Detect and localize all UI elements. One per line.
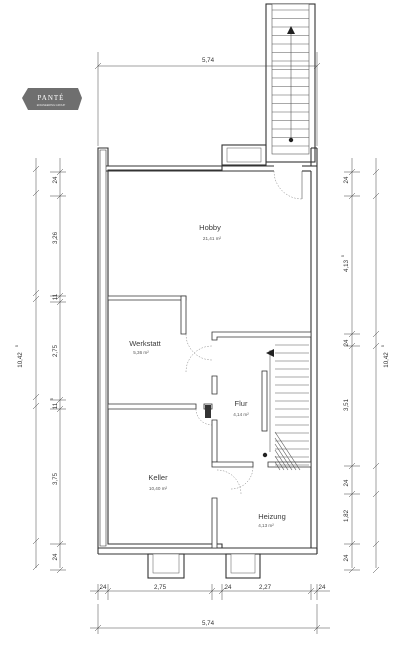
logo-badge <box>22 88 82 110</box>
dim-bottom-width: 5,74 <box>202 620 215 627</box>
dim-right-seg-7: 24 <box>343 554 350 561</box>
dim-tick <box>372 490 380 498</box>
dim-right-seg-2-sup: 5 <box>340 254 345 257</box>
dim-top-width: 5,74 <box>202 57 215 64</box>
dim-right-seg-3: 24 <box>343 339 350 346</box>
dim-left-seg-1: 24 <box>52 176 59 183</box>
interior-stair <box>262 344 309 471</box>
dim-left-total-sup: 5 <box>14 344 19 347</box>
dim-bottom-seg-2: 2,75 <box>154 584 167 591</box>
dim-tick <box>372 330 380 338</box>
dim-tick <box>372 342 380 350</box>
dim-right-seg-6: 1,82 <box>343 509 350 522</box>
dim-tick <box>32 563 40 571</box>
stair-tread <box>274 449 289 471</box>
dimension-right: 10,42 5 24 4,13 5 24 3,51 24 1,82 24 <box>340 158 390 574</box>
dim-tick <box>372 566 380 574</box>
dim-right-seg-1: 24 <box>343 176 350 183</box>
room-area-keller: 10,40 m² <box>149 486 168 491</box>
dim-left-total: 10,42 <box>17 352 24 368</box>
stair-tread <box>274 437 297 471</box>
room-area-werkstatt: 5,36 m² <box>133 350 149 355</box>
stair-arrow-icon <box>266 349 274 357</box>
room-area-flur: 4,14 m² <box>233 412 249 417</box>
dim-tick <box>32 402 40 410</box>
dim-left-seg-6: 3,75 <box>52 472 59 485</box>
chimney <box>205 405 211 418</box>
room-labels: Hobby 21,41 m² Werkstatt 5,36 m² Flur 4,… <box>129 223 286 528</box>
dim-bottom-seg-1: 24 <box>100 584 107 591</box>
building-walls <box>97 147 318 555</box>
logo: PANTÉ ENGINEERING GROUP <box>22 88 82 110</box>
dimension-bottom: 24 2,75 24 2,27 24 5,74 <box>90 584 330 634</box>
room-name-flur: Flur <box>235 399 248 408</box>
stair-tread <box>274 431 301 471</box>
stair-tread <box>274 455 285 471</box>
logo-tagline: ENGINEERING GROUP <box>37 103 66 107</box>
stair-start-dot <box>262 452 268 458</box>
stair-tread <box>274 461 281 471</box>
dim-tick <box>372 192 380 200</box>
stair-start-dot <box>288 137 294 143</box>
dimension-top: 5,74 <box>94 52 321 146</box>
dim-right-seg-5: 24 <box>343 479 350 486</box>
dim-tick <box>32 537 40 545</box>
dim-right-seg-4: 3,51 <box>343 398 350 411</box>
dimension-left: 10,42 5 24 3,26 11 2,75 11 5 3,75 24 <box>14 158 66 574</box>
dim-right-seg-2: 4,13 <box>343 259 350 272</box>
door-swings <box>185 170 303 495</box>
room-name-werkstatt: Werkstatt <box>129 339 161 348</box>
dim-left-seg-3: 11 <box>52 293 59 300</box>
logo-brand: PANTÉ <box>38 94 65 102</box>
room-name-heizung: Heizung <box>258 512 286 521</box>
dim-tick <box>32 295 40 303</box>
room-name-hobby: Hobby <box>199 223 221 232</box>
dim-tick <box>32 189 40 197</box>
dim-left-seg-2: 3,26 <box>52 231 59 244</box>
room-area-hobby: 21,41 m² <box>203 236 222 241</box>
dim-right-total-sup: 5 <box>380 344 385 347</box>
dim-tick <box>372 168 380 176</box>
dim-tick <box>32 393 40 401</box>
stair-tread <box>274 443 293 471</box>
window-wells-bottom <box>147 553 261 579</box>
exterior-stair <box>221 3 316 166</box>
dim-left-seg-5: 11 <box>52 402 59 409</box>
dim-left-seg-5-sup: 5 <box>49 397 54 400</box>
dim-tick <box>372 462 380 470</box>
dim-bottom-seg-5: 24 <box>319 584 326 591</box>
dim-bottom-seg-3: 24 <box>225 584 232 591</box>
dim-right-total: 10,42 <box>383 352 390 368</box>
dim-left-seg-4: 2,75 <box>52 344 59 357</box>
dim-bottom-seg-4: 2,27 <box>259 584 272 591</box>
dim-tick <box>32 289 40 297</box>
dim-tick <box>32 165 40 173</box>
dim-left-seg-7: 24 <box>52 553 59 560</box>
room-name-keller: Keller <box>148 473 168 482</box>
dim-tick <box>372 540 380 548</box>
room-area-heizung: 4,13 m² <box>258 523 274 528</box>
stair-arrow-icon <box>287 26 295 34</box>
